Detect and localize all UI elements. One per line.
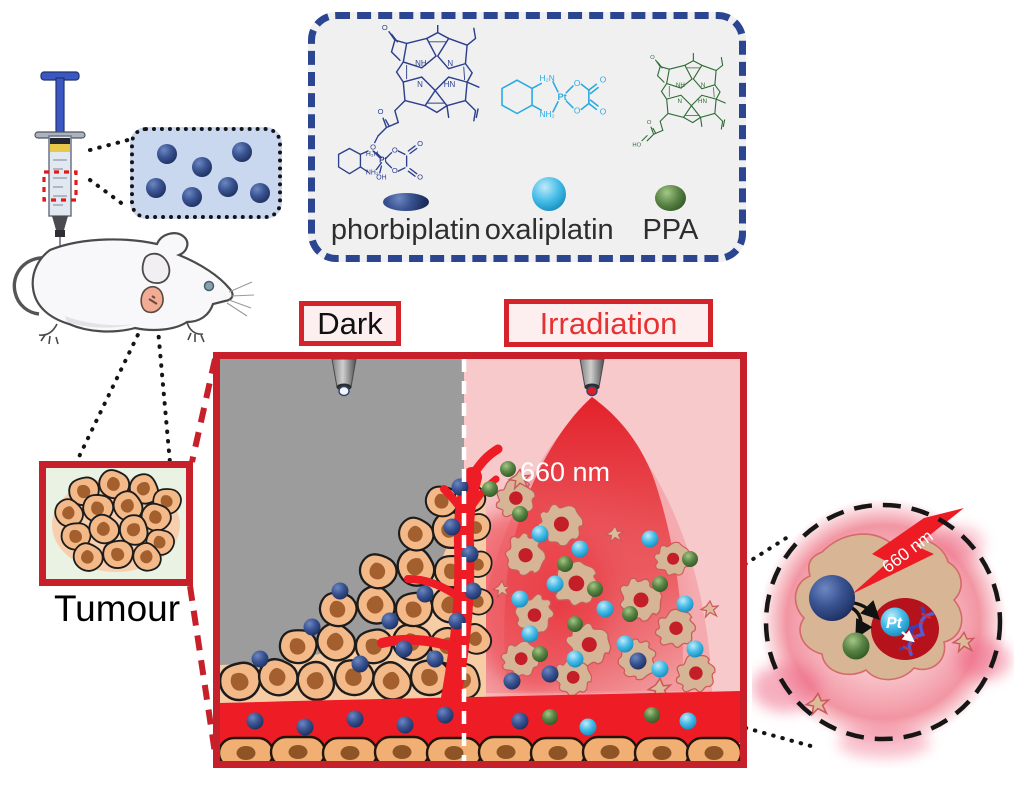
treatment-panel-graphic: 660 nm: [220, 359, 740, 761]
pt-to-dna-arrow: [901, 630, 915, 643]
phorbiplatin-label: phorbiplatin: [330, 214, 481, 246]
atom-o: O: [392, 146, 398, 155]
oxaliplatin-label: oxaliplatin: [484, 214, 614, 246]
phorbiplatin-spheres-dark: [246, 478, 482, 736]
syringe-to-box-line-top: [88, 138, 130, 152]
wavelength-label: 660 nm: [520, 457, 610, 487]
atom-o: O: [599, 106, 606, 116]
atom-h2n: H₂N: [366, 151, 379, 158]
atom-pt: Pt: [379, 156, 387, 165]
mouse-feet: [38, 321, 205, 345]
atom-nh2: NH₂: [539, 109, 554, 119]
nanoparticle-sphere: [218, 177, 238, 197]
tumour-label: Tumour: [53, 588, 181, 629]
tumour-inset-box: [39, 461, 193, 586]
atom-o: O: [417, 173, 423, 182]
syringe-plunger-rod: [55, 77, 65, 135]
atom-ho: HO: [632, 143, 641, 149]
inset-dashed-circle: [763, 502, 1003, 742]
compound-phorbiplatin: O H₂N NH₂ Pt OH O O O O phorbiplatin: [325, 25, 487, 247]
mouse-tail: [12, 256, 48, 316]
mouse-tumor: [140, 286, 164, 314]
ppa-structure: HO: [612, 25, 729, 185]
treatment-panel: 660 nm: [213, 352, 747, 768]
atom-o: O: [599, 75, 606, 85]
mouse-eye: [203, 280, 215, 292]
dna-icon: [898, 606, 935, 657]
ppa-label: PPA: [642, 214, 699, 246]
syringe-hub: [52, 216, 68, 230]
nanoparticle-sphere: [192, 157, 212, 177]
pt-label: Pt: [886, 615, 903, 632]
irradiation-lamp-bulb: [586, 385, 598, 397]
dark-lamp-bulb: [338, 385, 350, 397]
atom-oh: OH: [376, 175, 386, 182]
ppa-sphere: [654, 185, 686, 211]
syringe-icon: [34, 71, 86, 256]
laser-bolt: [852, 508, 964, 594]
mouse-ear: [141, 252, 171, 284]
mouse-tumor-detail: [148, 295, 158, 305]
dark-lamp: [331, 359, 357, 397]
irradiation-lamp: [579, 359, 605, 397]
inset-ppa-sphere: [842, 632, 870, 660]
mouse-body: [31, 232, 234, 333]
atom-o: O: [370, 142, 376, 151]
atom-o: O: [392, 166, 398, 175]
compound-ppa: HO PPA: [612, 25, 729, 247]
irradiation-condition-label: Irradiation: [504, 299, 713, 347]
nanoparticle-sphere: [232, 142, 252, 162]
atom-o: O: [574, 106, 581, 116]
nanoparticle-solution-box: [130, 127, 282, 219]
inset-phorbiplatin-sphere: [809, 575, 855, 621]
nanoparticle-sphere: [157, 144, 177, 164]
phorbiplatin-sphere: [382, 193, 429, 211]
dark-label-text: Dark: [317, 306, 383, 341]
oxaliplatin-sphere: [532, 177, 567, 211]
mouse-whiskers: [226, 281, 255, 317]
atom-h2n: H₂N: [539, 73, 554, 83]
pt-sphere: [880, 607, 910, 637]
drug-spheres-irradiated: [482, 461, 704, 736]
oxaliplatin-structure: H₂N NH₂ Pt O O O O: [487, 25, 612, 177]
atom-o: O: [574, 78, 581, 88]
chemistry-panel: O H₂N NH₂ Pt OH O O O O phorbiplatin: [308, 12, 746, 262]
tumour-box-to-panel-line-bottom: [187, 585, 219, 761]
cell-mechanism-inset: 660 nm Pt: [752, 498, 1010, 758]
atom-pt: Pt: [557, 92, 566, 102]
atom-o: O: [417, 139, 423, 148]
tumor-to-inset-line-left: [74, 316, 148, 465]
arrow-to-nucleus: [853, 600, 880, 620]
syringe-to-box-line-bottom: [88, 178, 130, 210]
nanoparticle-sphere: [146, 178, 166, 198]
atom-nh2: NH₂: [366, 170, 379, 177]
irradiation-label-text: Irradiation: [539, 305, 678, 341]
mouse-illustration: [12, 232, 255, 345]
dark-condition-label: Dark: [299, 301, 401, 346]
nanoparticle-sphere: [182, 187, 202, 207]
tumour-box-to-panel-line-top: [189, 358, 218, 463]
phorbiplatin-structure: O H₂N NH₂ Pt OH O O O O: [325, 25, 487, 193]
compound-oxaliplatin: H₂N NH₂ Pt O O O O oxaliplatin: [484, 25, 614, 247]
nanoparticle-sphere: [250, 183, 270, 203]
tumour-cells: [49, 468, 185, 578]
